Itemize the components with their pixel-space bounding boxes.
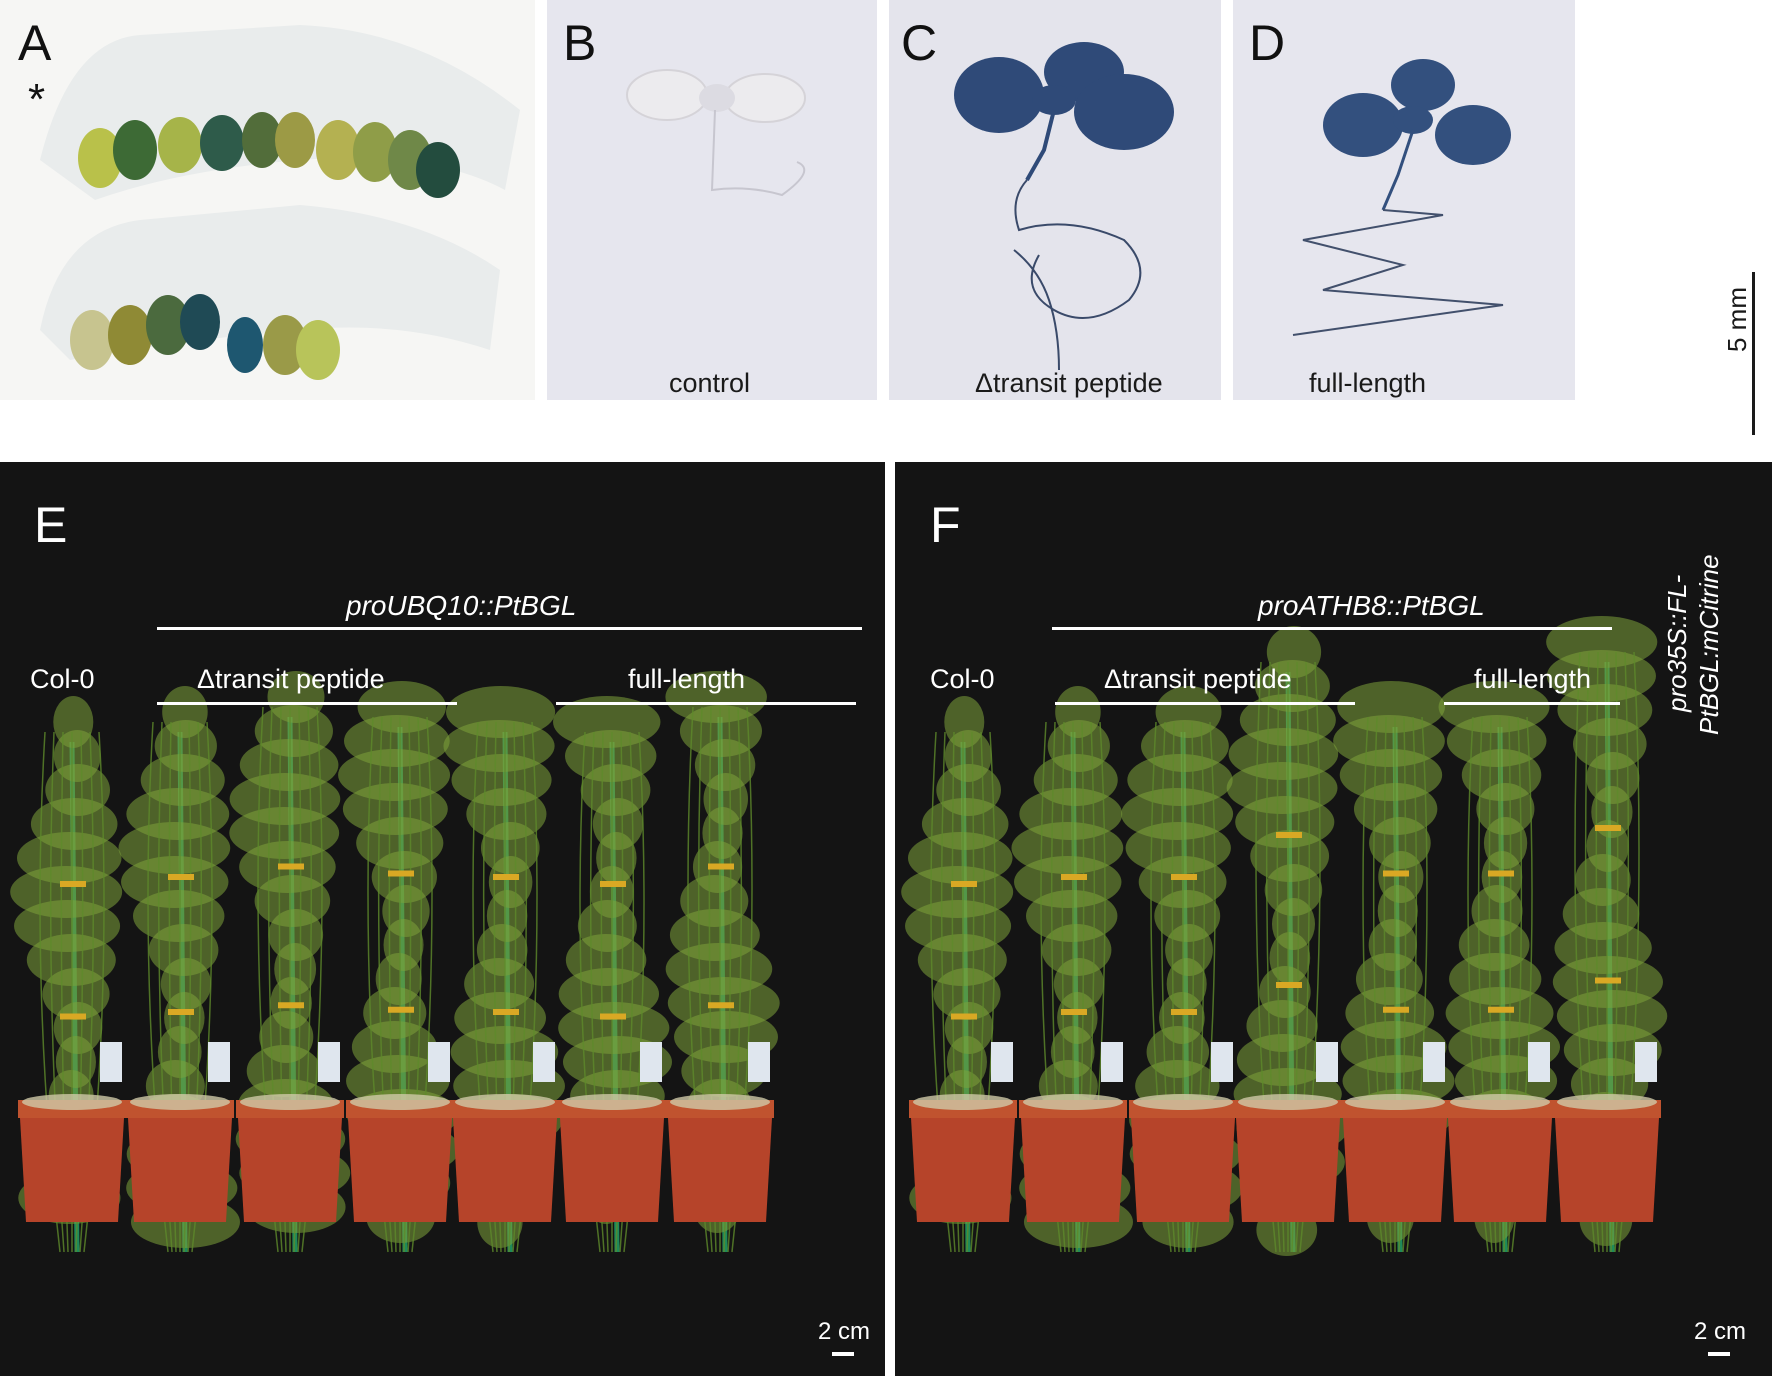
group1-label-f: Δtransit peptide xyxy=(1104,664,1292,694)
panel-label-a: A xyxy=(18,15,52,71)
group1-label-e: Δtransit peptide xyxy=(197,664,385,694)
panel-f-plant-1 xyxy=(901,696,1017,1253)
line-construct-f xyxy=(1052,627,1612,630)
panel-label-d: D xyxy=(1249,15,1286,71)
caption-delta-transit: Δtransit peptide xyxy=(975,368,1163,398)
line-group2-e xyxy=(556,702,856,705)
group2-label-e: full-length xyxy=(628,664,746,694)
panel-e-plant-4 xyxy=(338,681,460,1253)
extra-construct-line2: PtBGL:mCitrine xyxy=(1694,554,1724,735)
panel-a: A * xyxy=(0,0,535,400)
panel-b: B control xyxy=(547,0,877,400)
stained-seedling-full xyxy=(1292,59,1511,336)
group2-label-f: full-length xyxy=(1474,664,1592,694)
construct-e: proUBQ10::PtBGL xyxy=(346,590,577,621)
line-group1-f xyxy=(1055,702,1355,705)
stained-seedling-delta xyxy=(954,42,1174,371)
caption-full-length: full-length xyxy=(1309,368,1427,398)
panel-f-plant-4 xyxy=(1226,626,1349,1256)
scale-bar-f xyxy=(1708,1352,1730,1356)
panel-f-plant-7 xyxy=(1546,616,1668,1253)
panel-label-f: F xyxy=(930,497,961,553)
plants-photo-e xyxy=(10,671,780,1253)
caption-control: control xyxy=(669,368,751,398)
panel-f-plant-6 xyxy=(1438,681,1561,1253)
panel-e-plant-2 xyxy=(118,686,240,1253)
scale-bar-e xyxy=(832,1352,854,1356)
panel-e-plant-1 xyxy=(10,696,126,1253)
extra-construct-line1: pro35S::FL- xyxy=(1662,574,1692,712)
line-group2-f xyxy=(1444,702,1620,705)
line-construct-e xyxy=(157,627,862,630)
panel-c: C Δtransit peptide xyxy=(889,0,1221,400)
control-seedling xyxy=(626,69,806,197)
construct-f: proATHB8::PtBGL xyxy=(1258,590,1485,621)
panel-label-b: B xyxy=(563,15,597,71)
asterisk: * xyxy=(28,75,46,124)
panel-f xyxy=(895,462,1772,1376)
panel-f-plant-2 xyxy=(1011,686,1133,1253)
scale-bar-e-label: 2 cm xyxy=(818,1318,871,1345)
panel-e-plant-5 xyxy=(443,686,565,1253)
tubes-photo xyxy=(40,25,520,380)
line-group1-e xyxy=(157,702,457,705)
col0-label-f: Col-0 xyxy=(930,664,995,694)
plants-photo-f xyxy=(901,616,1668,1256)
panel-e-plant-3 xyxy=(229,671,351,1253)
panel-e-plant-7 xyxy=(665,671,780,1253)
scale-bar-f-label: 2 cm xyxy=(1694,1318,1747,1345)
panel-d: D full-length xyxy=(1233,0,1575,400)
panel-f-plant-3 xyxy=(1121,686,1243,1253)
panel-e xyxy=(0,462,885,1376)
tube-row-lower xyxy=(40,205,500,380)
scale-bar-5mm xyxy=(1752,272,1755,435)
panel-f-plant-5 xyxy=(1333,681,1455,1253)
col0-label-e: Col-0 xyxy=(30,664,95,694)
panel-e-plant-6 xyxy=(553,696,672,1253)
tube-row-upper xyxy=(40,25,520,200)
scale-bar-5mm-label: 5 mm xyxy=(1722,287,1752,352)
panel-label-c: C xyxy=(901,15,938,71)
panel-label-e: E xyxy=(34,497,68,553)
